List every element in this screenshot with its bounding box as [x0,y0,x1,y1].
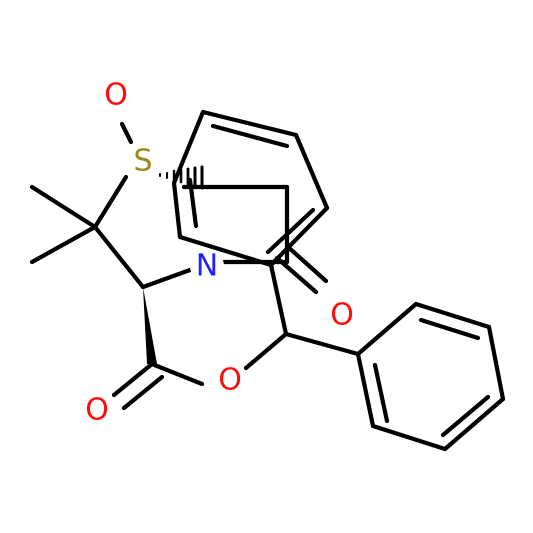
bond-inner [210,123,290,149]
bond [111,361,155,398]
bond [171,109,206,186]
bond [92,224,146,290]
bond [119,121,134,145]
wedge-bond [143,287,157,364]
sulfur-atom: S [133,144,152,179]
sulfoxide-oxygen: O [104,78,128,113]
nitrogen-atom: N [196,249,218,284]
bond [370,423,448,452]
bond [149,361,205,387]
bond [243,331,289,371]
bond-inner [418,317,481,341]
bond [274,255,319,295]
bond [442,396,506,452]
bond [268,205,330,268]
bond [285,244,329,284]
bond [413,301,492,330]
bond [486,324,506,402]
bond [283,331,361,357]
bond [171,180,183,240]
lactam-carbonyl-oxygen: O [330,298,354,333]
bond [92,174,129,230]
ester-carbonyl-oxygen: O [85,393,109,428]
bond [29,224,98,265]
atom-labels: O S N O O O [80,78,359,428]
bond-inner [372,362,390,424]
bond [121,374,165,411]
bond [268,262,289,337]
bond [29,184,98,230]
ester-oxygen: O [218,363,242,398]
bond [140,267,193,290]
bond [355,351,376,429]
bonds [29,109,506,452]
bond [355,301,419,357]
bond-inner [265,207,316,255]
bond [200,109,299,138]
hashed-wedge-bond [159,165,204,190]
bond [293,132,330,211]
bond-inner [440,394,491,438]
